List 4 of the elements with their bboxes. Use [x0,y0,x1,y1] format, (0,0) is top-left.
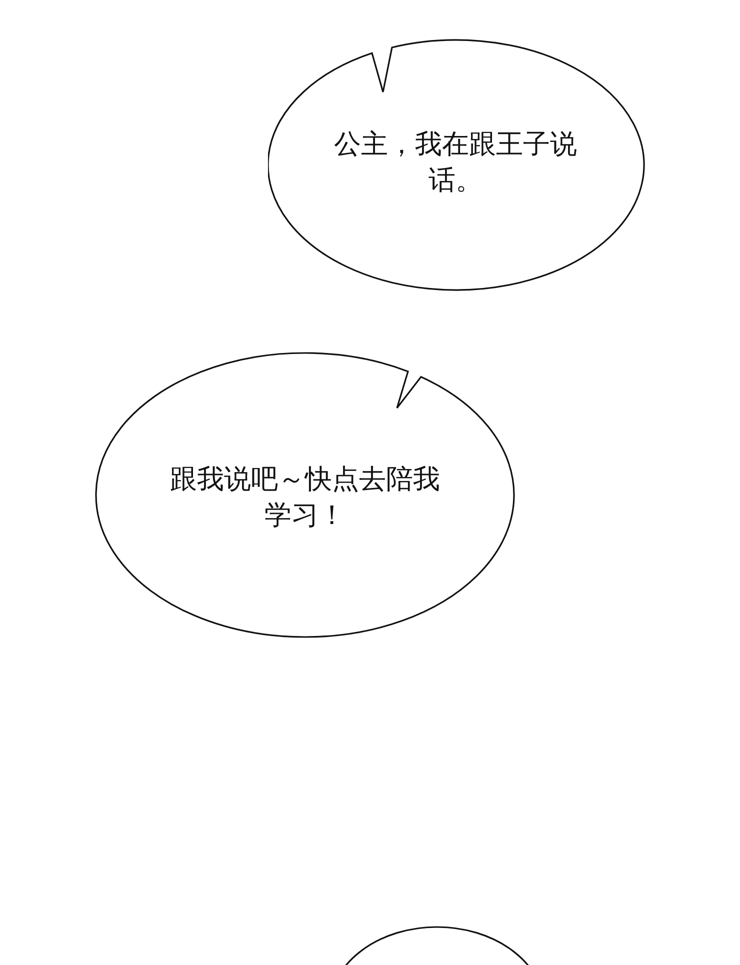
speech-bubble [268,39,646,292]
dialogue-text: 公主，我在跟王子说话。 [333,128,578,198]
speech-bubble [95,352,516,639]
dialogue-text: 跟我说吧～快点去陪我学习！ [169,463,441,533]
